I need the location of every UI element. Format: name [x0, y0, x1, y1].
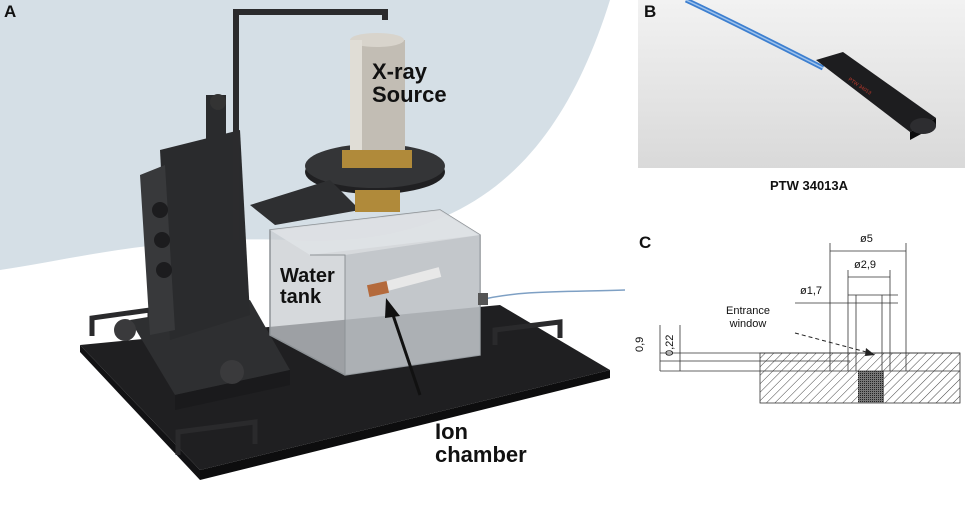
dimension-d2-9: ø2,9	[854, 259, 877, 271]
chamber-body	[816, 52, 936, 132]
panel-a-letter: A	[4, 2, 17, 21]
holder-arm	[233, 9, 388, 240]
water-tank-label: Water tank	[280, 265, 335, 308]
ion-chamber	[366, 281, 390, 297]
dimension-d1-7: ø1,7	[800, 285, 823, 297]
dimension-h0-22: 0,22	[664, 334, 676, 356]
vertical-column	[160, 130, 250, 340]
ion-chamber-label: Ion chamber	[435, 419, 527, 468]
setup-illustration	[0, 0, 626, 480]
panel-b-letter: B	[644, 2, 657, 21]
panel-c-letter: C	[639, 233, 652, 252]
chamber-photo: PTW 34013	[638, 0, 965, 168]
dimension-h0-9: 0,9	[634, 336, 646, 352]
xray-source-label: X-ray Source	[372, 59, 447, 108]
panel-c-drawing: ø5 ø2,9 ø1,7 0,9 0,22 Entrance window	[630, 225, 965, 425]
dimension-d5: ø5	[860, 233, 873, 245]
panel-b: PTW 34013 B	[638, 0, 965, 168]
panel-a: A X-ray Source Water tank Ion chamber	[0, 0, 626, 480]
entrance-window-label: Entrance window	[726, 305, 771, 330]
chamber-cross-section	[659, 243, 961, 404]
panel-b-caption: PTW 34013A	[770, 178, 849, 193]
entrance-window-leader	[794, 332, 871, 354]
ion-chamber-arrow	[390, 311, 422, 396]
